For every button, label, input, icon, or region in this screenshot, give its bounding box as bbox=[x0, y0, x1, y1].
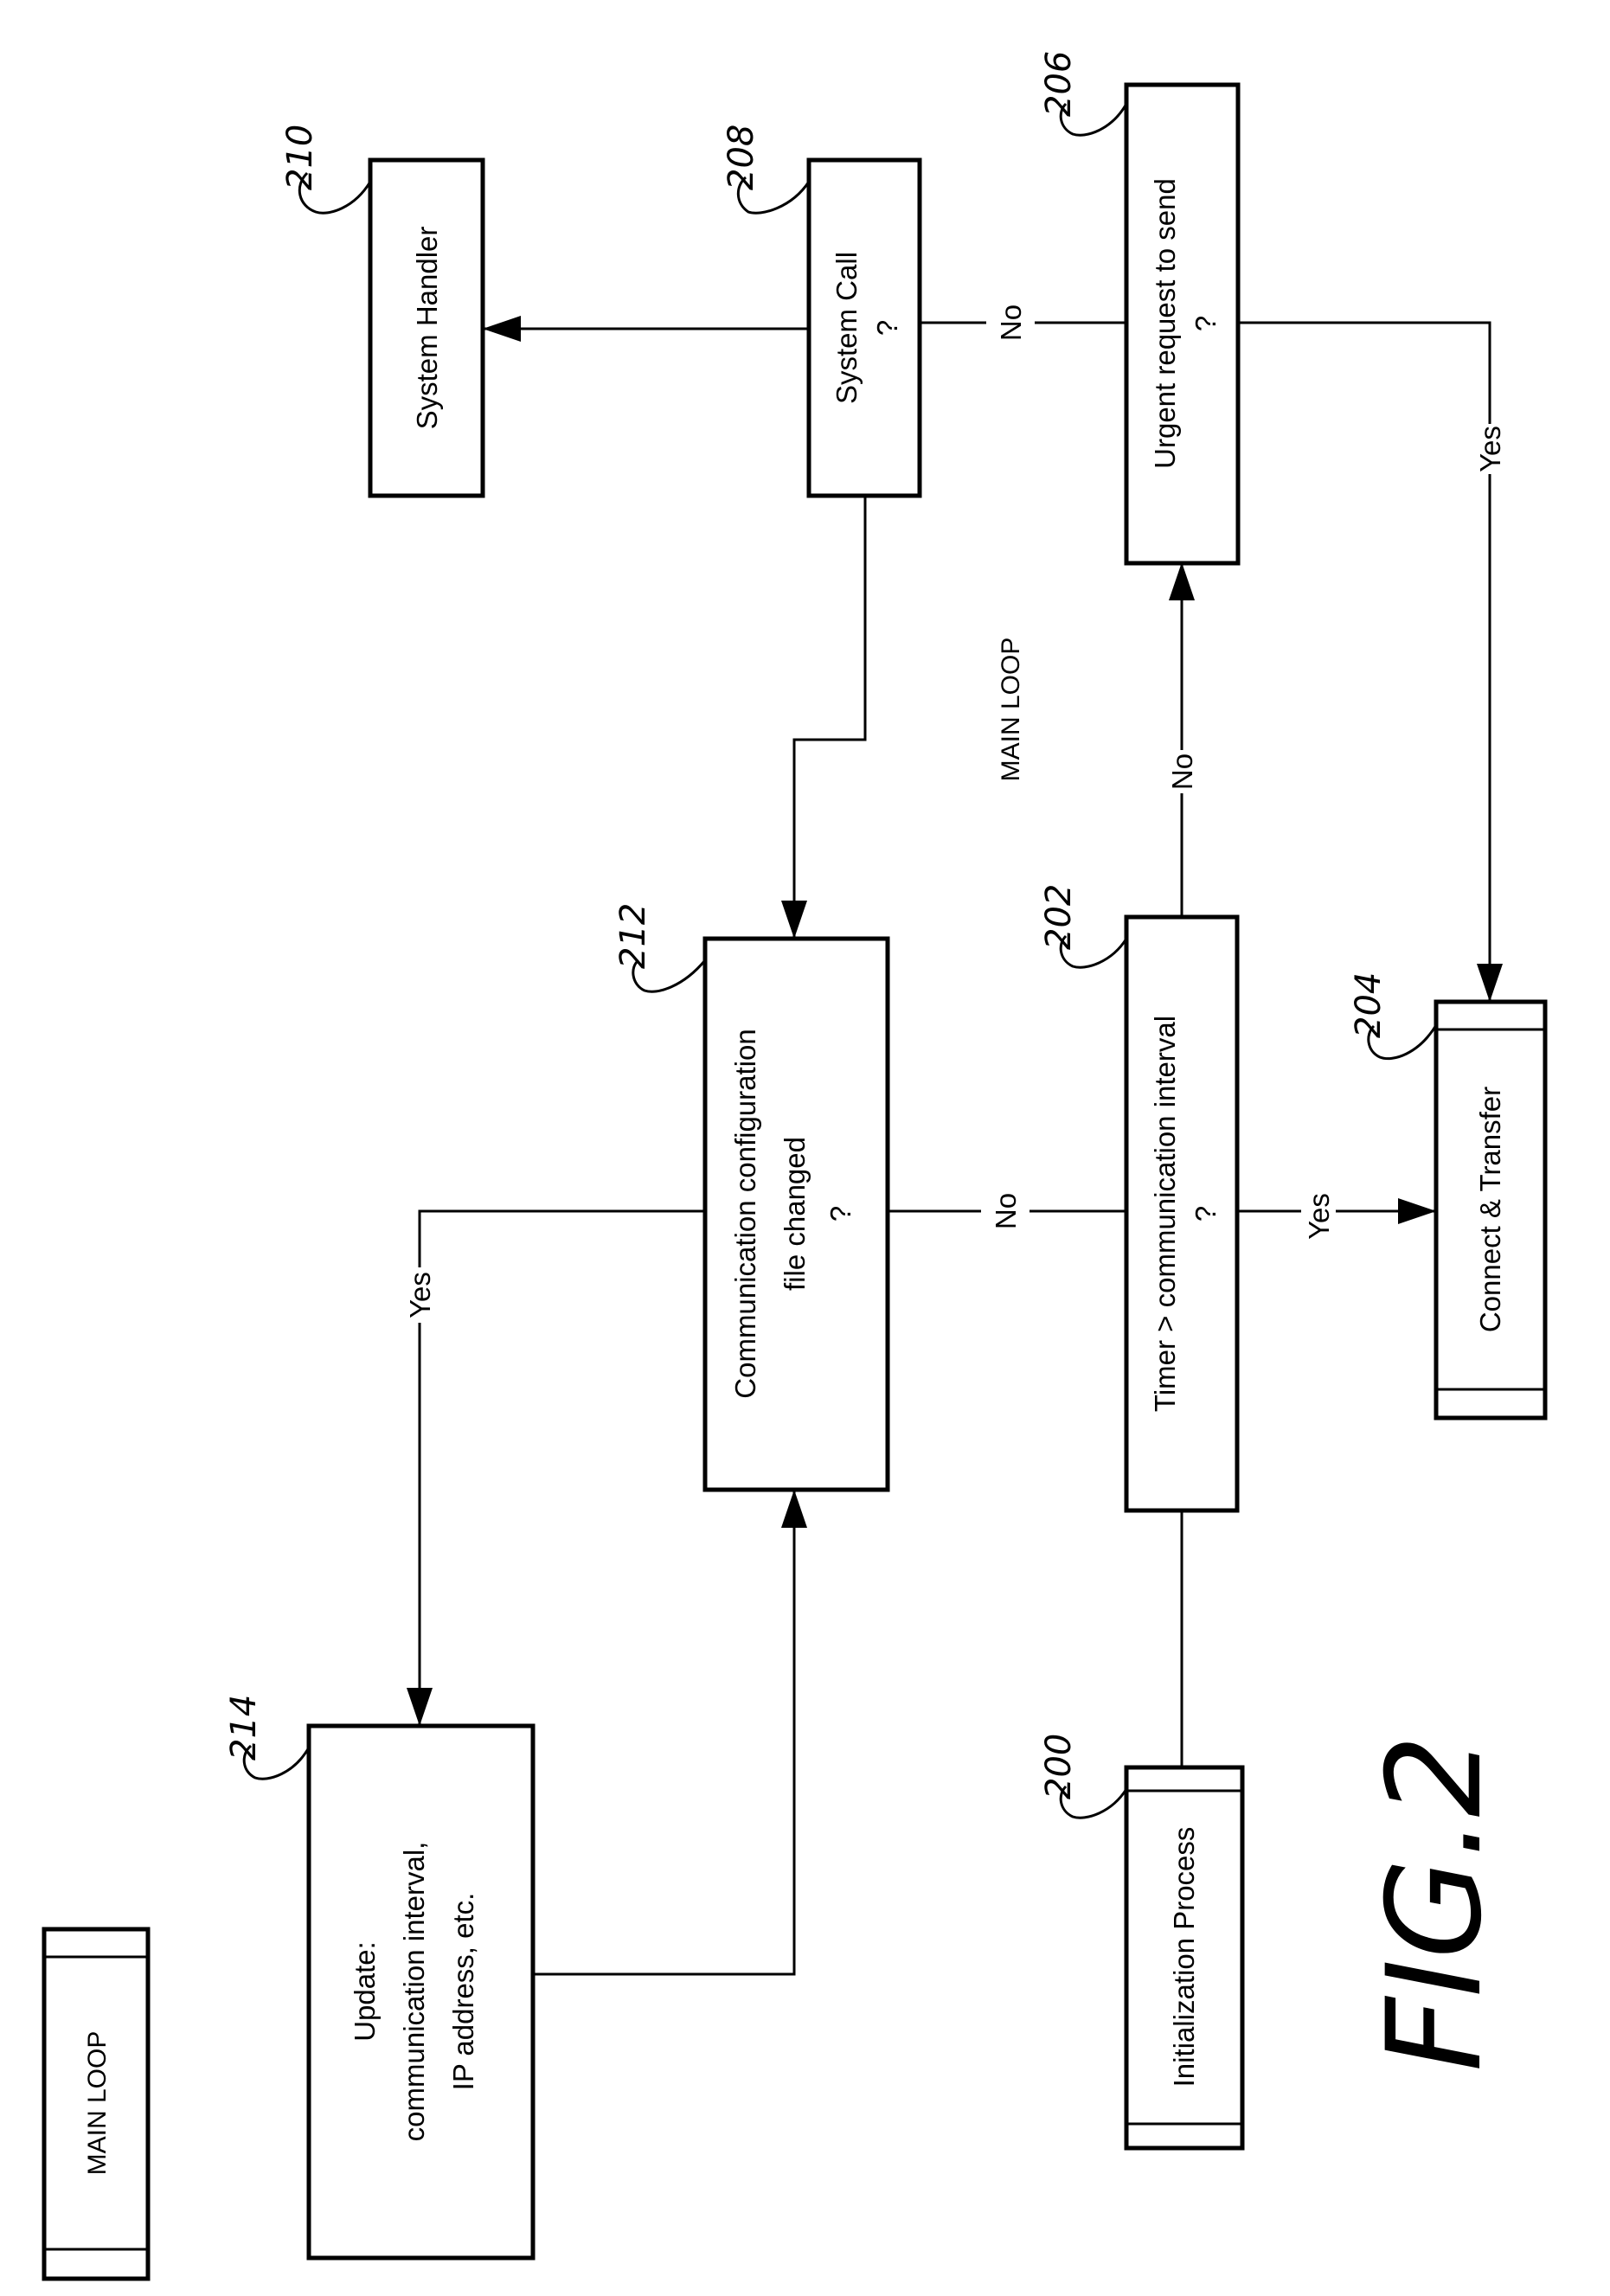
edge-label-202-204: Yes bbox=[1303, 1193, 1335, 1240]
label-system-call-q: ? bbox=[871, 320, 903, 336]
figure-label: FIG.2 bbox=[1360, 1735, 1511, 2072]
label-update-line2: communication interval, bbox=[398, 1842, 430, 2142]
edge-label-206-204: Yes bbox=[1474, 426, 1506, 472]
ref-200: 200 bbox=[1039, 1734, 1079, 1799]
ref-208: 208 bbox=[722, 125, 761, 190]
label-config-line2: file changed bbox=[779, 1137, 811, 1291]
ref-214: 214 bbox=[224, 1695, 264, 1760]
label-update-line3: IP address, etc. bbox=[447, 1893, 479, 2091]
edge-label-206-208: No bbox=[995, 305, 1027, 341]
ref-204: 204 bbox=[1349, 972, 1389, 1038]
ref-202: 202 bbox=[1039, 884, 1079, 950]
connector-lines bbox=[420, 323, 1490, 1974]
label-system-call: System Call bbox=[831, 252, 863, 404]
label-urgent-request: Urgent request to send bbox=[1149, 178, 1181, 469]
edge-labels: Yes No Yes No No Yes bbox=[402, 305, 1507, 1323]
legend-title: MAIN LOOP bbox=[83, 2031, 112, 2176]
main-loop-label: MAIN LOOP bbox=[997, 638, 1025, 782]
label-config-line1: Communication configuration bbox=[729, 1029, 761, 1398]
label-urgent-request-q: ? bbox=[1190, 316, 1222, 331]
arrow-208-to-212 bbox=[794, 495, 865, 939]
label-system-handler: System Handler bbox=[411, 227, 443, 430]
label-update-line1: Update: bbox=[349, 1941, 381, 2042]
label-timer: Timer > communication interval bbox=[1149, 1016, 1181, 1412]
label-initialization: Initialization Process bbox=[1168, 1827, 1200, 2088]
arrow-206-to-204 bbox=[1238, 323, 1490, 1002]
arrow-214-to-212 bbox=[533, 1490, 794, 1974]
ref-210: 210 bbox=[280, 125, 320, 190]
edge-label-202-206: No bbox=[1166, 754, 1198, 790]
label-connect-transfer: Connect & Transfer bbox=[1474, 1087, 1506, 1332]
edge-label-212-214: Yes bbox=[404, 1272, 436, 1318]
label-config-q: ? bbox=[824, 1206, 856, 1222]
ref-212: 212 bbox=[613, 903, 653, 969]
ref-206: 206 bbox=[1039, 51, 1079, 117]
arrow-212-to-214 bbox=[420, 1211, 705, 1726]
edge-label-202-212: No bbox=[990, 1193, 1022, 1229]
label-timer-q: ? bbox=[1190, 1206, 1222, 1222]
